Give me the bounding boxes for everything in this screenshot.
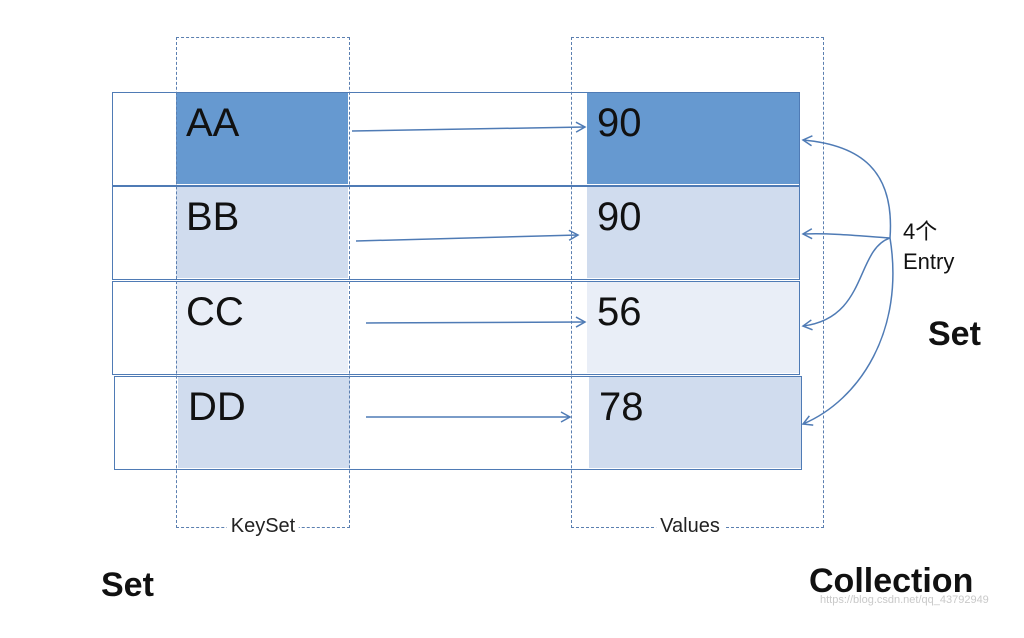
entry-row: BB 90: [112, 186, 800, 280]
entry-curve-1: [801, 135, 892, 239]
entry-curve-2: [801, 228, 891, 240]
arrow-aa-to-90: [351, 121, 587, 133]
arrow-bb-to-90: [355, 229, 580, 242]
key-cell: BB: [176, 187, 348, 278]
value-text: 56: [597, 290, 642, 334]
entry-curve-4: [801, 237, 894, 426]
value-cell: 56: [587, 282, 799, 373]
key-cell: CC: [176, 282, 348, 373]
value-text: 78: [599, 385, 644, 429]
key-cell: AA: [176, 93, 348, 184]
value-cell: 90: [587, 93, 799, 184]
right-set-label: Set: [928, 315, 981, 353]
value-cell: 90: [587, 187, 799, 278]
values-label: Values: [656, 515, 724, 538]
entry-word: Entry: [903, 249, 955, 274]
entry-row: AA 90: [112, 92, 800, 186]
entry-row: CC 56: [112, 281, 800, 375]
bottom-right-collection-label: Collection: [809, 562, 974, 600]
key-text: CC: [186, 290, 244, 334]
value-cell: 78: [589, 377, 801, 468]
value-text: 90: [597, 101, 642, 145]
entry-note: 4个 Entry: [903, 217, 954, 277]
bottom-left-set-label: Set: [101, 566, 154, 604]
keyset-label: KeySet: [226, 515, 300, 538]
key-text: DD: [188, 385, 246, 429]
key-cell: DD: [178, 377, 350, 468]
entry-curve-3: [801, 237, 891, 331]
watermark: https://blog.csdn.net/qq_43792949: [820, 594, 989, 606]
key-text: BB: [186, 195, 240, 239]
key-text: AA: [186, 101, 240, 145]
entry-count: 4个: [903, 219, 938, 244]
arrow-cc-to-56: [365, 316, 587, 328]
entry-row: DD 78: [114, 376, 802, 470]
value-text: 90: [597, 195, 642, 239]
